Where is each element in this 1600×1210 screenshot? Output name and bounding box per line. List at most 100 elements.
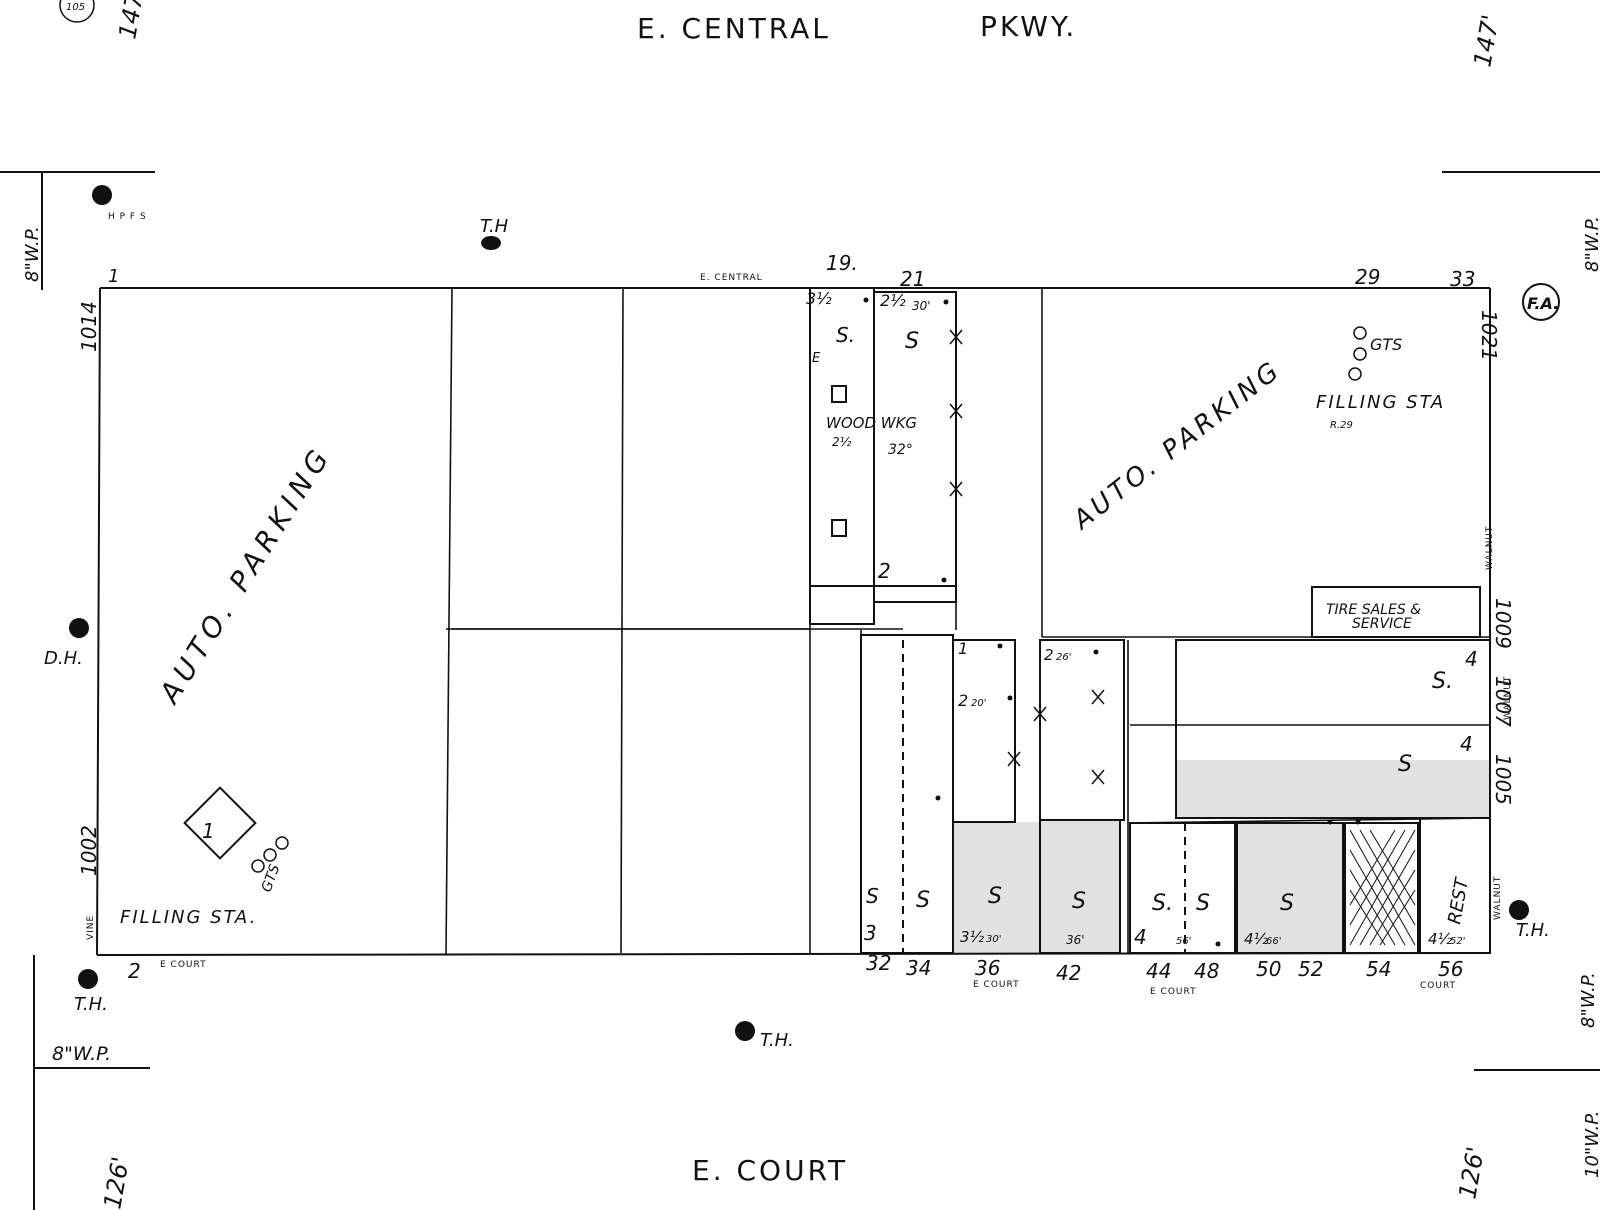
central-small-label: E. CENTRAL — [700, 273, 763, 283]
hydrant-th-south — [735, 1021, 755, 1041]
address-52: 52 — [1298, 957, 1323, 981]
skylight-2 — [831, 519, 847, 537]
address-21: 21 — [900, 267, 925, 291]
hydrant-th-se-label: T.H. — [1516, 920, 1550, 941]
address-1007: 1007 — [1491, 676, 1515, 727]
s-mark-36: S — [988, 884, 1002, 909]
s-mark-19: S. — [836, 323, 855, 347]
wp-se-lower: 10"W.P. — [1582, 1111, 1600, 1178]
s-mark-34: S — [916, 888, 930, 913]
wp-se: 8"W.P. — [1578, 972, 1599, 1028]
street-e-central: E. CENTRAL — [637, 12, 831, 45]
hydrant-dh — [69, 618, 89, 638]
story-56: 4½ — [1428, 930, 1453, 948]
skylight-1 — [831, 385, 847, 403]
address-19: 19. — [826, 251, 858, 275]
building-outlines — [809, 287, 1491, 954]
address-34: 34 — [906, 956, 931, 980]
court-small-west: E COURT — [160, 960, 207, 970]
elevator-label: E — [812, 351, 821, 366]
filling-station-west-building — [183, 786, 257, 860]
s-mark-1007: S — [1398, 752, 1412, 777]
story-36: 3½ — [960, 928, 985, 946]
story-36-mid: 2 — [958, 691, 968, 710]
hydrant-th-top-label: T.H — [480, 216, 509, 237]
height-21: 30' — [912, 299, 931, 313]
story-2-rear: 2 — [878, 559, 891, 583]
story-1009: 4 — [1465, 647, 1478, 671]
address-32: 32 — [866, 951, 891, 975]
address-1009: 1009 — [1491, 598, 1515, 649]
s-mark-50: S — [1280, 891, 1294, 916]
address-1: 1 — [108, 266, 119, 287]
height-50: 66' — [1266, 936, 1281, 947]
s-mark-48: S — [1196, 891, 1210, 916]
hydrant-hpfs — [92, 185, 112, 205]
street-e-court: E. COURT — [692, 1154, 848, 1187]
story-44: 4 — [1134, 925, 1147, 949]
height-48: 56' — [1176, 936, 1191, 947]
sheet-number: 105 — [66, 2, 85, 13]
court-small-44: E COURT — [1150, 987, 1197, 997]
gas-tanks-west — [251, 836, 289, 873]
filling-station-west-story: 1 — [202, 819, 215, 843]
address-2: 2 — [128, 959, 141, 983]
address-50: 50 — [1256, 957, 1281, 981]
height-36-mid: 20' — [971, 698, 986, 709]
story-36-front: 1 — [958, 639, 968, 658]
water-pipe-lines — [0, 171, 1600, 1210]
hydrant-th-sw-label: T.H. — [74, 994, 108, 1015]
wall-marks — [949, 329, 1105, 785]
hydrant-th-top — [481, 236, 501, 250]
court-small-36: E COURT — [973, 980, 1020, 990]
s-mark-tire: S. — [1432, 669, 1453, 694]
address-54: 54 — [1366, 957, 1391, 981]
street-pkwy: PKWY. — [980, 10, 1077, 43]
filling-sta-east: FILLING STA — [1316, 392, 1445, 413]
tire-sales-line2: SERVICE — [1352, 616, 1412, 632]
fire-alarm-label: F.A. — [1527, 294, 1559, 313]
story-50: 4½ — [1244, 930, 1269, 948]
address-1005: 1005 — [1491, 754, 1515, 805]
s-mark-21: S — [905, 329, 919, 354]
dashed-lines — [902, 640, 1491, 953]
court-small-56: COURT — [1420, 981, 1456, 991]
address-48: 48 — [1194, 959, 1219, 983]
filling-sta-west: FILLING STA. — [120, 907, 257, 928]
story-42-front: 2 — [1044, 646, 1054, 664]
wood-stories: 2½ — [832, 435, 852, 449]
story-32: 3 — [864, 921, 877, 945]
hydrant-hpfs-label: H P F S — [108, 212, 147, 222]
story-21-label: 2½ — [880, 291, 906, 310]
walnut-label-c: WALNUT — [1493, 876, 1503, 920]
address-29: 29 — [1355, 265, 1380, 289]
sheet-number-circle — [59, 0, 95, 23]
hydrant-th-sw — [78, 969, 98, 989]
wp-nw: 8"W.P. — [22, 226, 43, 282]
hydrant-th-south-label: T.H. — [760, 1030, 794, 1051]
hydrant-dh-label: D.H. — [44, 648, 83, 669]
height-42: 36' — [1066, 933, 1085, 947]
vine-label: VINE — [86, 915, 96, 940]
wp-ne: 8"W.P. — [1582, 216, 1600, 272]
tire-sales-line1: TIRE SALES & — [1326, 602, 1421, 618]
address-1021: 1021 — [1477, 310, 1501, 361]
wkg-height: 32° — [888, 442, 913, 458]
brick-shading — [953, 760, 1490, 953]
cross-hatch — [1349, 829, 1416, 946]
address-1002: 1002 — [77, 825, 101, 876]
wood-wkg-label: WOOD WKG — [826, 414, 917, 432]
s-mark-44: S. — [1152, 891, 1173, 916]
opening-dots — [863, 297, 1361, 947]
walnut-label-b: WALNUT — [1503, 676, 1513, 720]
address-1014: 1014 — [77, 301, 101, 352]
address-36: 36 — [975, 956, 1000, 980]
address-44: 44 — [1146, 959, 1171, 983]
hydrant-th-se — [1509, 900, 1529, 920]
height-42-front: 26' — [1056, 652, 1071, 663]
s-mark-32: S — [866, 884, 879, 908]
address-56: 56 — [1438, 957, 1463, 981]
r29-label: R.29 — [1330, 420, 1353, 431]
